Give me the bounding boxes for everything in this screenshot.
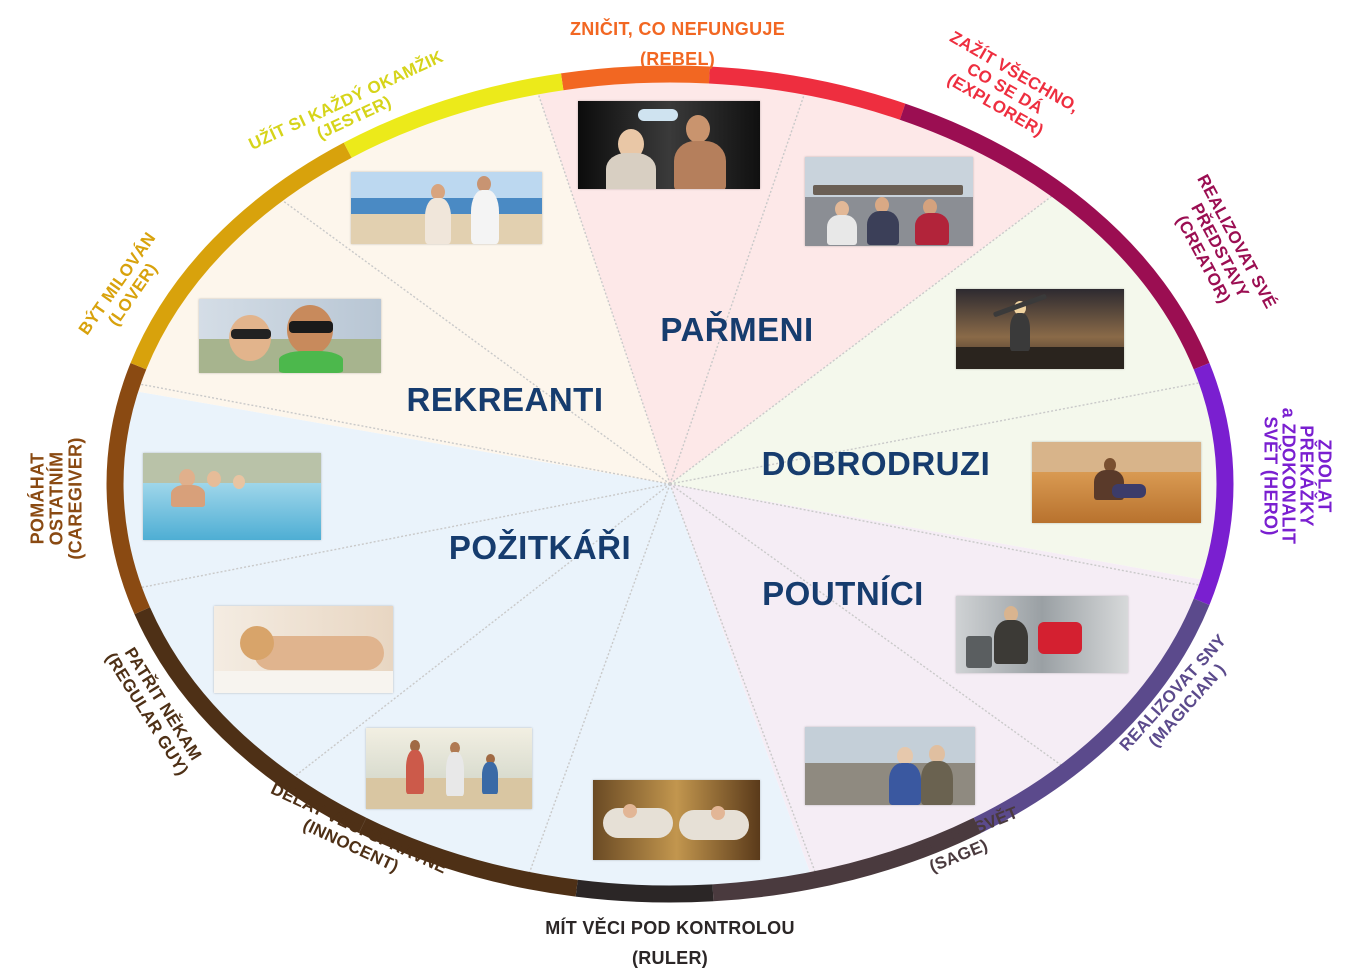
rim-segment-magician [973,598,1210,834]
archetype-label-caregiver: POMÁHAT OSTATNÍM (CAREGIVER) [27,437,86,560]
group-label-poutnici: POUTNÍCI [762,575,924,612]
airport-traveler-photo [956,596,1128,673]
rim-segment-rebel [560,65,710,91]
desert-traveler-photo [1032,442,1201,523]
rim-segment-lover [130,142,352,370]
massage-photo [214,606,393,693]
family-pool-photo [143,453,321,540]
party-photo [578,101,760,189]
rim-segment-creator [899,103,1210,370]
boat-friends-photo [805,157,973,246]
beach-walk-photo [351,172,542,244]
group-label-parmeni: PAŘMENI [660,311,814,348]
group-label-dobrodruzi: DOBRODRUZI [761,445,991,482]
rim-segment-ruler [575,879,714,903]
archetype-label-rebel: ZNIČIT, CO NEFUNGUJE (REBEL) [569,19,785,69]
group-label-rekreanti: REKREANTI [406,381,604,418]
luxury-bath-photo [593,780,760,860]
rim-segment-hero [1193,363,1234,605]
family-beach-photo [366,728,532,809]
rim-segment-innocent [358,817,578,897]
wheel-rim [106,65,1234,903]
elderly-couple-photo [805,727,975,805]
rim-segment-explorer [708,66,906,120]
archetype-label-ruler: MÍT VĚCI POD KONTROLOU (RULER) [545,918,795,968]
archetype-label-hero: ZDOLAT PŘEKÁŽKY a ZDOKONALIT SVĚT (HERO) [1260,407,1335,545]
sector-dividers [117,74,1225,886]
group-label-pozitkari: POŽITKÁŘI [448,529,632,566]
rim-segment-sage [712,817,982,902]
rim-segment-caregiver [106,363,150,615]
hiker-sunset-photo [956,289,1124,369]
couple-selfie-photo [199,299,381,373]
rim-segment-jester [343,73,564,158]
rim-segment-regular-guy [134,607,367,834]
